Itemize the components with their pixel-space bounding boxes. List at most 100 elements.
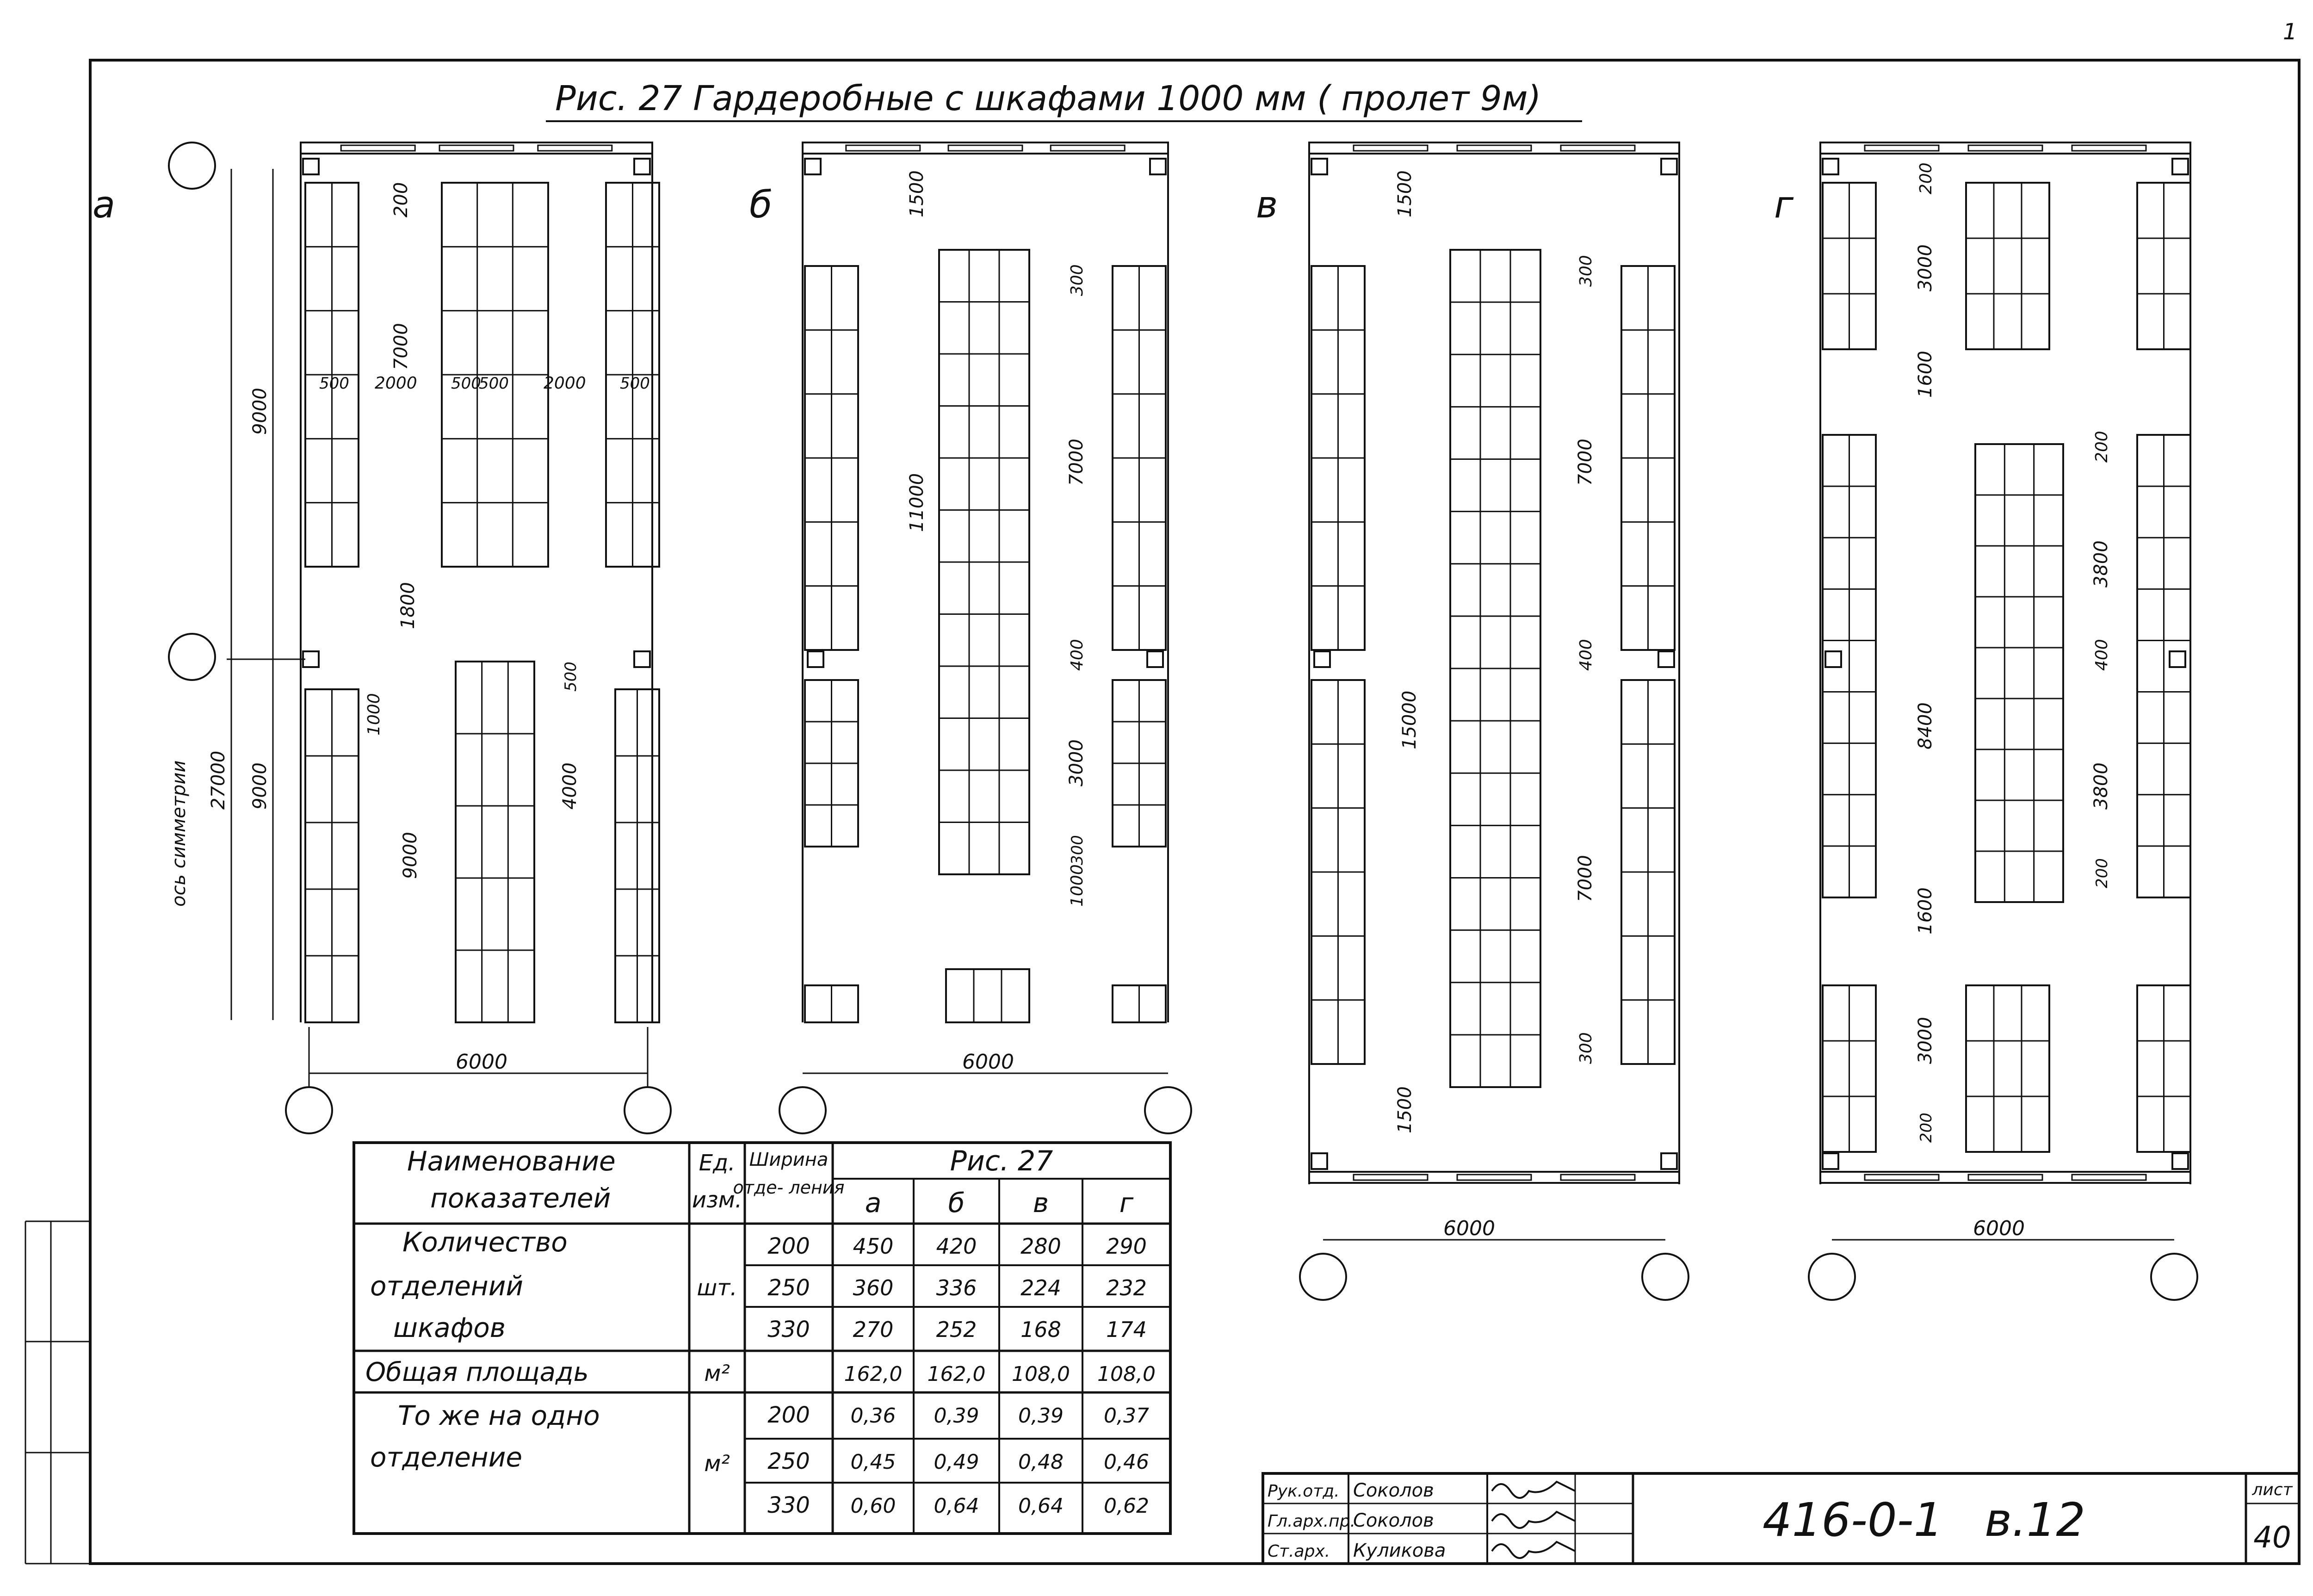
signature-mark xyxy=(1491,1480,1576,1499)
structural-column xyxy=(302,158,320,175)
title-block: Рук.отд.СоколовГл.арх.пр.СоколовСт.арх.К… xyxy=(1262,1472,2301,1565)
grid-axis-bubble xyxy=(1641,1253,1689,1301)
head-name-line1: Наименование xyxy=(407,1145,616,1177)
structural-column xyxy=(1660,158,1678,175)
structural-column xyxy=(1824,650,1842,668)
wardrobe-cabinet xyxy=(804,984,859,1023)
group3-cell: 0,39 xyxy=(1018,1404,1064,1428)
volume-number: в.12 xyxy=(1985,1493,2085,1547)
dimension-label: 500 xyxy=(479,374,509,393)
dimension-label: 400 xyxy=(2092,639,2111,671)
tb-role-2: Ст.арх. xyxy=(1268,1542,1330,1561)
group3-label-2: отделение xyxy=(370,1441,522,1473)
structural-column xyxy=(1822,1152,1839,1170)
dimension-label: 9000 xyxy=(249,388,271,435)
structural-column xyxy=(2169,650,2186,668)
dimension-label: 7000 xyxy=(1575,439,1596,486)
group1-cell: 290 xyxy=(1106,1234,1147,1259)
variant-a-label: а xyxy=(93,183,115,226)
head-name-line2: показателей xyxy=(430,1182,611,1214)
group3-width: 330 xyxy=(767,1492,810,1518)
structural-column xyxy=(804,158,822,175)
dimension-label: 1000 xyxy=(1068,864,1087,907)
floor-plans xyxy=(168,142,2198,1301)
wardrobe-cabinet xyxy=(1965,984,2050,1153)
head-fig: Рис. 27 xyxy=(950,1145,1053,1177)
dimension-label: 500 xyxy=(319,374,349,393)
area-cell: 108,0 xyxy=(1097,1362,1156,1386)
sheet-corner-mark: 1 xyxy=(2283,19,2297,45)
group3-width: 250 xyxy=(767,1448,810,1474)
group1-label-3: шкафов xyxy=(393,1312,506,1343)
group3-cell: 0,36 xyxy=(851,1404,896,1428)
figure-title: Рис. 27 Гардеробные с шкафами 1000 мм ( … xyxy=(555,79,1541,118)
group1-cell: 252 xyxy=(936,1317,977,1342)
group3-label-1: То же на одно xyxy=(398,1400,600,1431)
dimension-label: 300 xyxy=(1577,1032,1596,1064)
group1-width: 200 xyxy=(767,1233,810,1259)
col-head-2: в xyxy=(1033,1187,1049,1219)
group3-cell: 0,62 xyxy=(1104,1494,1149,1518)
structural-column xyxy=(633,650,651,668)
wardrobe-cabinet xyxy=(1311,679,1366,1065)
structural-column xyxy=(633,158,651,175)
wardrobe-cabinet xyxy=(945,968,1030,1023)
dimension-label: 2000 xyxy=(375,374,417,393)
dimension-label: 7000 xyxy=(1575,855,1596,902)
dimension-label: 3800 xyxy=(2090,540,2112,588)
dimension-label: 200 xyxy=(1917,1113,1936,1143)
grid-axis-bubble xyxy=(779,1086,827,1134)
wardrobe-cabinet xyxy=(2136,434,2191,898)
dimension-label: 300 xyxy=(1068,835,1087,865)
wardrobe-cabinet xyxy=(455,661,535,1023)
dimension-label: 400 xyxy=(1068,639,1087,671)
group3-cell: 0,64 xyxy=(934,1494,979,1518)
dimension-label: 200 xyxy=(2092,431,2111,463)
structural-column xyxy=(2171,1152,2189,1170)
dimension-label: 200 xyxy=(2093,858,2111,888)
exterior-wall xyxy=(300,142,653,155)
sheet-number: 40 xyxy=(2253,1521,2291,1555)
structural-column xyxy=(1657,650,1675,668)
indicators-table: Наименование показателей Ед. изм. Ширина отде… xyxy=(353,1141,1172,1535)
group1-label-2: отделений xyxy=(370,1270,523,1302)
group3-cell: 0,60 xyxy=(851,1494,896,1518)
dimension-label: 1600 xyxy=(1915,887,1936,934)
dimension-label: 6000 xyxy=(1973,1217,2025,1240)
dimension-label: 3000 xyxy=(1915,244,1936,291)
group1-cell: 280 xyxy=(1020,1234,1061,1259)
wardrobe-cabinet xyxy=(304,688,359,1023)
group1-cell: 450 xyxy=(853,1234,894,1259)
group1-unit: шт. xyxy=(697,1275,737,1301)
dimension-label: 3000 xyxy=(1915,1017,1936,1064)
group3-width: 200 xyxy=(767,1402,810,1428)
head-unit-line1: Ед. xyxy=(699,1150,736,1176)
dimension-label: 1500 xyxy=(1394,170,1416,217)
dim-7000: 7000 xyxy=(390,323,412,370)
exterior-wall xyxy=(1819,142,2191,155)
signature-mark xyxy=(1491,1540,1576,1559)
wardrobe-cabinet xyxy=(1620,265,1676,651)
group1-label-1: Количество xyxy=(402,1226,568,1258)
signature-mark xyxy=(1491,1510,1576,1529)
dimension-label: 500 xyxy=(620,374,650,393)
doc-code: 416-0-1 xyxy=(1763,1493,1943,1547)
wardrobe-cabinet xyxy=(804,265,859,651)
group1-width: 330 xyxy=(767,1317,810,1342)
wardrobe-cabinet xyxy=(938,249,1030,875)
head-unit-line2: изм. xyxy=(692,1187,742,1213)
group1-width: 250 xyxy=(767,1275,810,1301)
col-head-0: а xyxy=(865,1187,882,1219)
dimension-label: 400 xyxy=(1577,639,1596,671)
group3-cell: 0,46 xyxy=(1104,1450,1149,1474)
wardrobe-cabinet xyxy=(614,688,660,1023)
dimension-label: 9000 xyxy=(249,762,271,810)
dim-200: 200 xyxy=(390,182,412,217)
tb-name-2: Куликова xyxy=(1353,1540,1446,1561)
structural-column xyxy=(1311,158,1328,175)
head-width-line1: Ширина xyxy=(749,1149,829,1170)
wardrobe-cabinet xyxy=(1822,984,1877,1153)
dimension-label: 6000 xyxy=(456,1050,507,1074)
area-label: Общая площадь xyxy=(365,1357,589,1387)
